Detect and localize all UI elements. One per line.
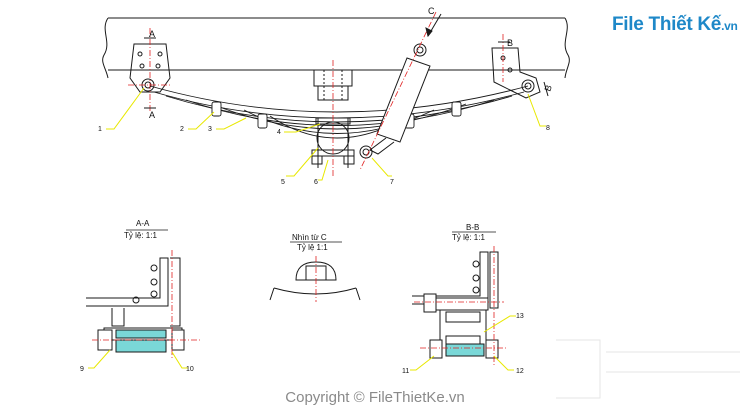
- callout-11: 11: [402, 368, 409, 375]
- view-aa-section: [86, 257, 185, 353]
- view-c-section: [269, 261, 361, 301]
- view-aa-scale: Tỷ lệ: 1:1: [124, 231, 157, 240]
- brand-logo: File Thiết Kế.vn: [612, 14, 738, 36]
- section-mark-a-top: A: [149, 29, 155, 39]
- callout-2: 2: [180, 126, 184, 133]
- callout-leaders-top: [106, 87, 546, 181]
- copyright-watermark: Copyright © FileThietKe.vn: [285, 389, 465, 406]
- brand-logo-name: File Thiết Kế: [612, 14, 722, 35]
- view-bb-hidden-lines: [414, 246, 508, 366]
- view-c-arrow: [425, 13, 442, 38]
- callout-4: 4: [277, 129, 281, 136]
- section-mark-b-top: B: [507, 38, 513, 48]
- shock-absorber: [359, 43, 431, 159]
- view-c-scale: Tỷ lệ 1:1: [297, 243, 328, 252]
- watermark-emblem: [556, 339, 740, 399]
- view-bb-scale: Tỷ lệ: 1:1: [452, 233, 485, 242]
- section-mark-b-right: B: [542, 84, 553, 93]
- section-mark-c: C: [428, 6, 435, 16]
- section-mark-a-bottom: A: [149, 110, 155, 120]
- leaf-spring-stack: [149, 85, 529, 139]
- view-bb-title: B-B: [466, 223, 479, 232]
- section-a-marks: [144, 37, 156, 109]
- right-hanger-bracket: [491, 47, 541, 99]
- callout-3: 3: [208, 126, 212, 133]
- callout-9: 9: [80, 366, 84, 373]
- callout-13: 13: [516, 313, 524, 320]
- view-aa-title: A-A: [136, 219, 150, 228]
- callout-5: 5: [281, 179, 285, 186]
- callout-1: 1: [98, 126, 102, 133]
- view-aa-hidden-lines: [92, 250, 200, 360]
- shock-centerline: [359, 11, 437, 171]
- callout-leaders-bb: [410, 315, 516, 371]
- view-bb-section: [412, 251, 499, 359]
- callout-8: 8: [546, 125, 550, 132]
- callout-12: 12: [516, 368, 524, 375]
- brand-logo-domain: .vn: [721, 19, 738, 33]
- callout-6: 6: [314, 179, 318, 186]
- callout-leaders-aa: [88, 349, 188, 369]
- view-c-title: Nhìn từ C: [292, 233, 327, 242]
- callout-7: 7: [390, 179, 394, 186]
- spring-clips: [211, 101, 462, 129]
- section-b-marks: [498, 41, 549, 97]
- callout-10: 10: [186, 366, 194, 373]
